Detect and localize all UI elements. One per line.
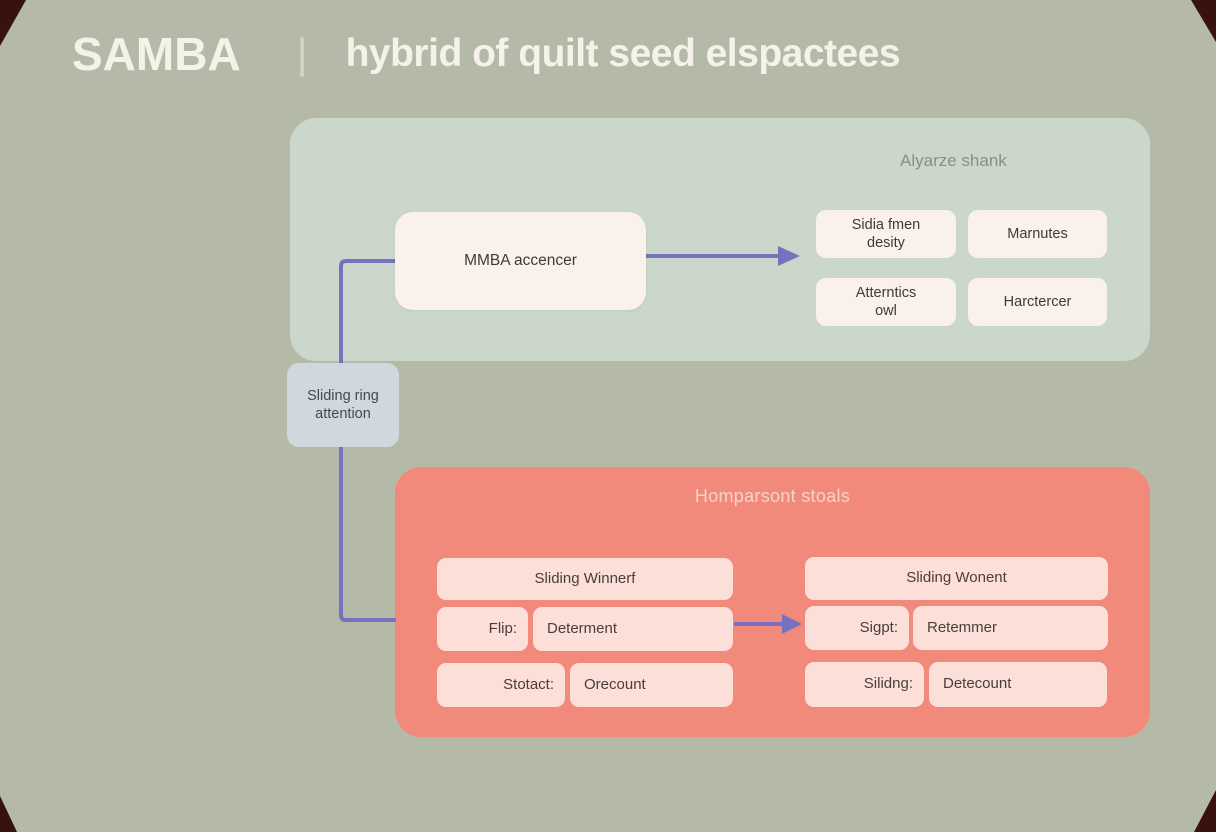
right-row1-key: Sigpt:: [805, 606, 909, 650]
top-small-box-1: Sidia fmen desity: [816, 210, 956, 258]
brand-title: SAMBA: [72, 28, 241, 80]
left-row1-value: Determent: [533, 607, 733, 651]
right-group-header: Sliding Wonent: [805, 557, 1108, 600]
bottom-panel: Homparsont stoals Sliding Winnerf Flip: …: [395, 467, 1150, 737]
title-separator: |: [296, 30, 308, 77]
right-row2-key: Silidng:: [805, 662, 924, 707]
corner-mark-bottom-left: [0, 796, 17, 832]
top-small-box-2: Marnutes: [968, 210, 1107, 258]
top-panel-label: Alyarze shank: [900, 151, 1007, 170]
mamba-encoder-box: MMBA accencer: [395, 212, 646, 310]
left-group-header: Sliding Winnerf: [437, 558, 733, 600]
left-row2-value: Orecount: [570, 663, 733, 707]
top-small-box-3: Atterntics owl: [816, 278, 956, 326]
right-row2-value: Detecount: [929, 662, 1107, 707]
corner-mark-top-left: [0, 0, 26, 46]
header: SAMBA | hybrid of quilt seed elspactees: [72, 26, 901, 82]
top-small-box-4: Harctercer: [968, 278, 1107, 326]
left-row2-key: Stotact:: [437, 663, 565, 707]
top-panel: Alyarze shank MMBA accencer Sidia fmen d…: [290, 118, 1150, 361]
bottom-panel-title: Homparsont stoals: [694, 486, 851, 506]
side-attention-box: Sliding ring attention: [287, 363, 399, 447]
left-row1-key: Flip:: [437, 607, 528, 651]
right-row1-value: Retemmer: [913, 606, 1108, 650]
corner-mark-bottom-right: [1194, 790, 1216, 832]
page-subtitle: hybrid of quilt seed elspactees: [345, 32, 901, 75]
corner-mark-top-right: [1191, 0, 1216, 42]
